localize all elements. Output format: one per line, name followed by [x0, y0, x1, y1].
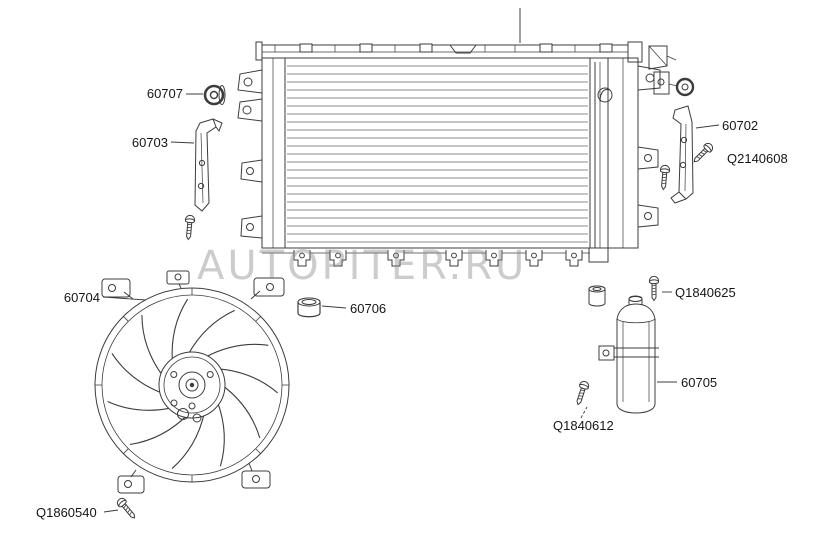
condenser-pipe — [588, 62, 613, 263]
mounting-bracket-60703 — [194, 118, 223, 212]
screw-q2140608 — [690, 140, 716, 166]
part-label-60707[interactable]: 60707 — [147, 86, 183, 101]
part-label-60704[interactable]: 60704 — [64, 290, 100, 305]
screw-bracket-left — [183, 214, 196, 241]
condenser-assembly — [237, 41, 695, 267]
screw-q1860540 — [115, 496, 139, 522]
part-label-q2140608[interactable]: Q2140608 — [727, 151, 788, 166]
condenser-top-header — [255, 41, 643, 63]
screw-q1840612 — [573, 379, 591, 407]
receiver-drier-60705 — [598, 295, 659, 414]
part-label-q1840612[interactable]: Q1840612 — [553, 418, 614, 433]
condenser-bottom-rail — [262, 247, 638, 267]
mount-cap-small — [588, 285, 606, 307]
mount-cap-60706 — [297, 297, 321, 318]
leader-lines — [102, 93, 720, 513]
part-label-60706[interactable]: 60706 — [350, 301, 386, 316]
screw-q1840625 — [648, 275, 660, 301]
fan-shroud-ring — [94, 287, 290, 483]
part-label-60705[interactable]: 60705 — [681, 375, 717, 390]
screw-bracket-right — [658, 164, 671, 191]
part-label-60702[interactable]: 60702 — [722, 118, 758, 133]
condenser-left-plate — [237, 57, 286, 249]
part-label-60703[interactable]: 60703 — [132, 135, 168, 150]
part-labels: 60707 60703 60702 Q2140608 60704 60706 Q… — [36, 86, 788, 520]
condenser-right-plate — [607, 57, 661, 249]
part-label-q1840625[interactable]: Q1840625 — [675, 285, 736, 300]
part-label-q1860540[interactable]: Q1860540 — [36, 505, 97, 520]
condenser-top-right-fittings — [648, 45, 695, 97]
condenser-core — [284, 57, 591, 249]
mounting-bracket-60702 — [670, 105, 694, 204]
mount-bushing-60707 — [203, 84, 226, 106]
fan-hub — [158, 351, 226, 423]
fan-shroud-assembly-60704 — [94, 270, 290, 494]
fan-shroud-mount-tabs — [101, 270, 285, 494]
